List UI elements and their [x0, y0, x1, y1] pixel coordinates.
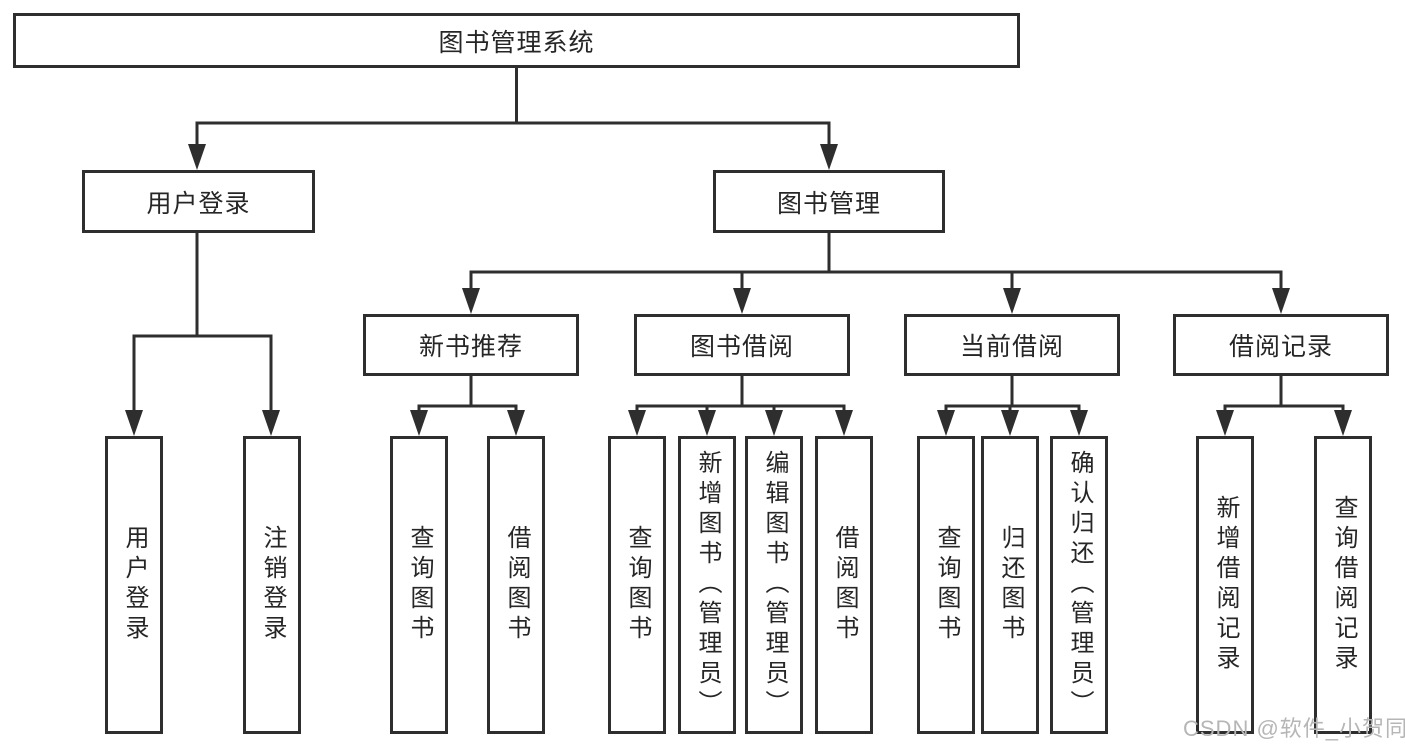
arrowhead [628, 410, 646, 436]
node-book-management-label: 图书管理 [776, 189, 881, 218]
root-to-level2-connectors [188, 64, 838, 170]
arrowhead [410, 410, 428, 436]
leaf-records-add-record: 新增借阅记录 [1196, 436, 1254, 734]
node-user-login: 用户登录 [82, 170, 315, 233]
arrowhead [1334, 410, 1352, 436]
node-borrow-records: 借阅记录 [1173, 314, 1389, 376]
arrowhead [1001, 410, 1019, 436]
arrowhead [125, 410, 143, 436]
leaf-recommend-borrow-books: 借阅图书 [487, 436, 545, 734]
node-borrow-records-label: 借阅记录 [1228, 333, 1333, 361]
arrowhead [188, 144, 206, 170]
node-root: 图书管理系统 [13, 13, 1020, 68]
arrowhead [937, 410, 955, 436]
leaf-recommend-query-books: 查询图书 [390, 436, 448, 734]
arrowhead [733, 288, 751, 314]
node-root-label: 图书管理系统 [438, 28, 595, 57]
leaf-user-login: 用户登录 [105, 436, 163, 734]
leaf-borrow-edit-books-admin: 编辑图书（管理员） [745, 436, 803, 734]
arrowhead [698, 410, 716, 436]
arrowhead [1003, 288, 1021, 314]
leaf-current-return-books: 归还图书 [981, 436, 1039, 734]
leaf-current-confirm-return-admin: 确认归还（管理员） [1050, 436, 1108, 734]
leaf-logout-login: 注销登录 [243, 436, 301, 734]
arrowhead [765, 410, 783, 436]
csdn-watermark: CSDN @软件_小贺同学 [1183, 716, 1405, 741]
leaf-borrow-add-books-admin: 新增图书（管理员） [678, 436, 736, 734]
book-borrow-connectors [628, 372, 853, 436]
node-book-borrow-label: 图书借阅 [689, 333, 794, 361]
node-current-borrow-label: 当前借阅 [959, 333, 1064, 361]
arrowhead [820, 144, 838, 170]
leaf-current-query-books: 查询图书 [917, 436, 975, 734]
node-new-book-recommend: 新书推荐 [363, 314, 579, 376]
book-management-branch-connectors [462, 229, 1290, 314]
leaf-records-query-record: 查询借阅记录 [1314, 436, 1372, 734]
user-login-branch-connectors [125, 229, 280, 436]
arrowhead [1216, 410, 1234, 436]
node-book-management: 图书管理 [713, 170, 945, 233]
arrowhead [835, 410, 853, 436]
node-new-book-recommend-label: 新书推荐 [418, 333, 523, 361]
arrowhead [462, 288, 480, 314]
node-user-login-label: 用户登录 [146, 189, 251, 218]
borrow-records-connectors [1216, 372, 1352, 436]
arrowhead [507, 410, 525, 436]
new-book-recommend-connectors [410, 372, 525, 436]
arrowhead [1070, 410, 1088, 436]
node-current-borrow: 当前借阅 [904, 314, 1120, 376]
arrowhead [262, 410, 280, 436]
leaf-borrow-query-books: 查询图书 [608, 436, 666, 734]
node-book-borrow: 图书借阅 [634, 314, 850, 376]
current-borrow-connectors [937, 372, 1088, 436]
arrowhead [1272, 288, 1290, 314]
leaf-borrow-borrow-books: 借阅图书 [815, 436, 873, 734]
